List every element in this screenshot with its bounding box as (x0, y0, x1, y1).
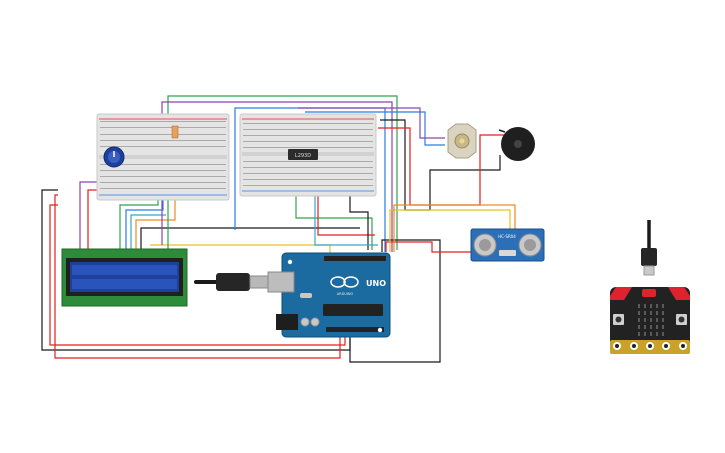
wire-black-bb2-low (349, 190, 369, 250)
usb-cable (194, 273, 271, 291)
wire-purple-lcd (79, 181, 98, 250)
button-a[interactable] (613, 314, 624, 325)
breadboard-left[interactable] (96, 113, 230, 201)
wire-red-bb2-low (317, 190, 375, 236)
microbit[interactable] (610, 287, 690, 354)
lcd-display[interactable] (61, 248, 188, 307)
arduino-uno[interactable]: UNO ARDUINO (267, 252, 391, 338)
wire-green-bb2 (295, 190, 373, 250)
led-matrix (638, 304, 664, 336)
piezo-buzzer[interactable] (498, 127, 535, 161)
breadboard-right[interactable]: L293D (239, 113, 377, 197)
dc-motor[interactable] (447, 123, 477, 159)
wire-black-right (380, 119, 501, 211)
resistor[interactable] (171, 125, 179, 139)
ultrasonic-label: HC-SR04 (498, 234, 516, 239)
arduino-logo (330, 276, 359, 288)
wire-purple-bb2 (298, 107, 445, 139)
wire-teal-lcd (130, 214, 166, 250)
arduino-brand: ARDUINO (337, 292, 354, 296)
wire-black-lcd (140, 227, 360, 250)
wire-black-sensor (349, 239, 441, 363)
wire-blue-bb2 (305, 111, 445, 146)
chip-label: L293D (295, 153, 311, 159)
button-b[interactable] (676, 314, 687, 325)
microbit-usb-cable (641, 220, 657, 276)
wire-red-outer-2 (54, 194, 341, 359)
ultrasonic-sensor[interactable]: HC-SR04 (470, 228, 545, 262)
wire-yellow-sensor (389, 209, 511, 252)
motor-driver-chip[interactable]: L293D (288, 149, 318, 160)
wire-red-outer (49, 204, 346, 346)
arduino-model: UNO (366, 279, 386, 288)
potentiometer[interactable] (103, 146, 125, 168)
wire-orange-sensor (393, 204, 516, 252)
